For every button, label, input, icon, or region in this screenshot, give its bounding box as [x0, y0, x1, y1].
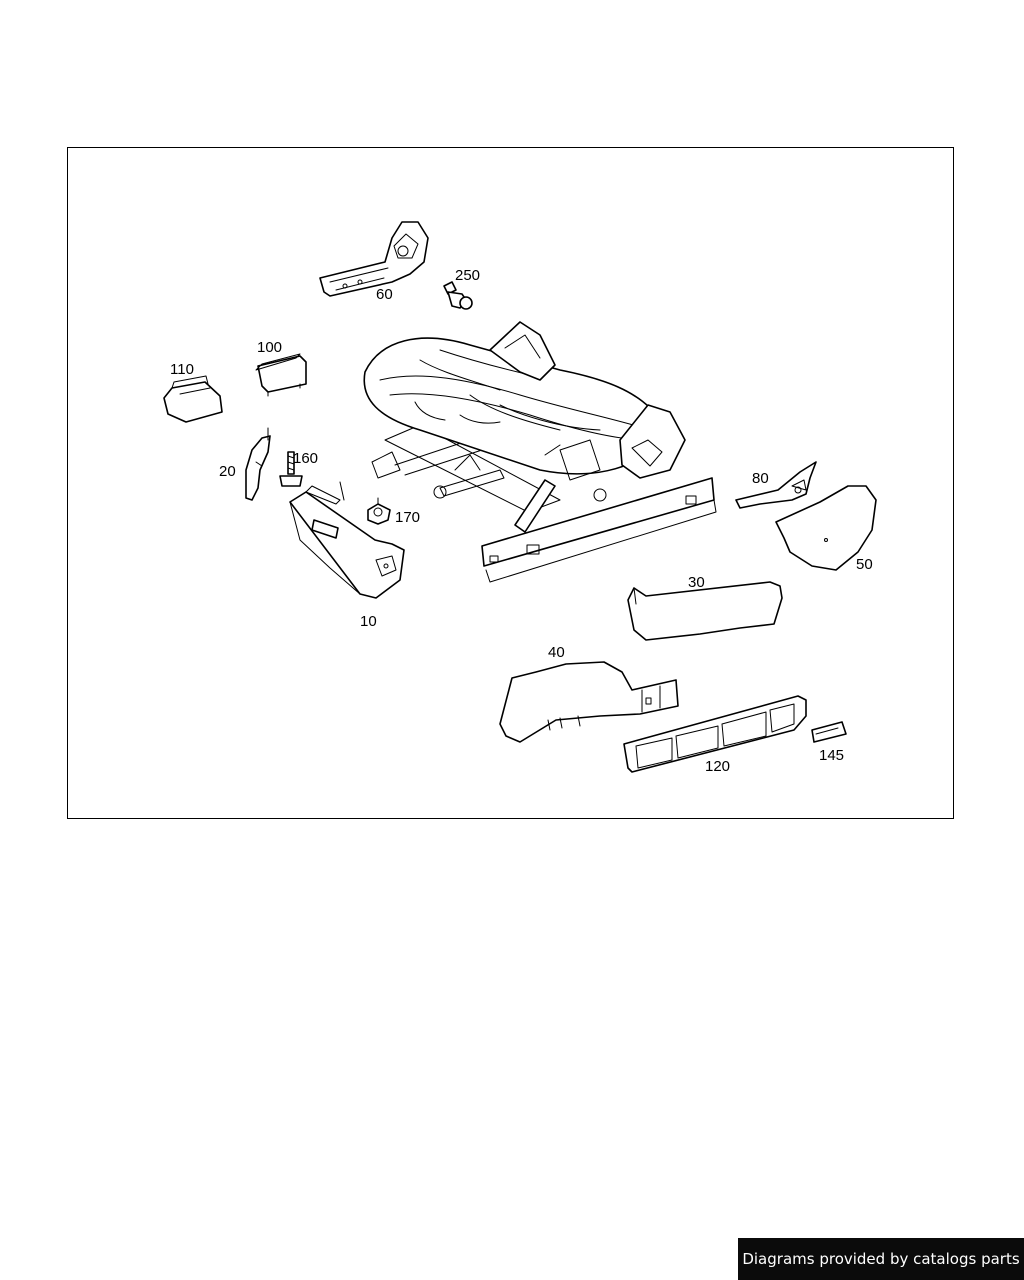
part-100-cover[interactable]: [255, 353, 307, 397]
part-20-side-trim[interactable]: [245, 427, 271, 501]
callout-10: 10: [360, 613, 377, 630]
part-80-bracket[interactable]: [735, 461, 817, 509]
callout-60: 60: [376, 286, 393, 303]
part-145-clip[interactable]: [811, 721, 847, 743]
part-170-nut[interactable]: [367, 497, 391, 525]
part-250-clip[interactable]: [443, 281, 473, 310]
part-110-cover[interactable]: [163, 375, 223, 423]
callout-80: 80: [752, 470, 769, 487]
callout-110: 110: [170, 361, 194, 378]
callout-20: 20: [219, 463, 236, 480]
callout-100: 100: [257, 339, 282, 356]
callout-160: 160: [293, 450, 318, 467]
callout-50: 50: [856, 556, 873, 573]
callout-120: 120: [705, 758, 730, 775]
part-10-front-panel[interactable]: [289, 481, 405, 599]
part-60-bracket[interactable]: [319, 221, 429, 297]
part-30-lower-trim[interactable]: [627, 581, 783, 641]
part-160-screw[interactable]: [279, 451, 303, 487]
callout-30: 30: [688, 574, 705, 591]
diagram-credit: Diagrams provided by catalogs parts: [738, 1238, 1024, 1280]
part-120-bezel[interactable]: [623, 695, 807, 773]
seat-frame-assembly: [363, 321, 717, 583]
callout-250: 250: [455, 267, 480, 284]
part-40-side-shield[interactable]: [499, 661, 679, 743]
callout-40: 40: [548, 644, 565, 661]
callout-145: 145: [819, 747, 844, 764]
part-50-side-cover[interactable]: [775, 485, 877, 571]
callout-170: 170: [395, 509, 420, 526]
diagram-frame: [67, 147, 954, 819]
